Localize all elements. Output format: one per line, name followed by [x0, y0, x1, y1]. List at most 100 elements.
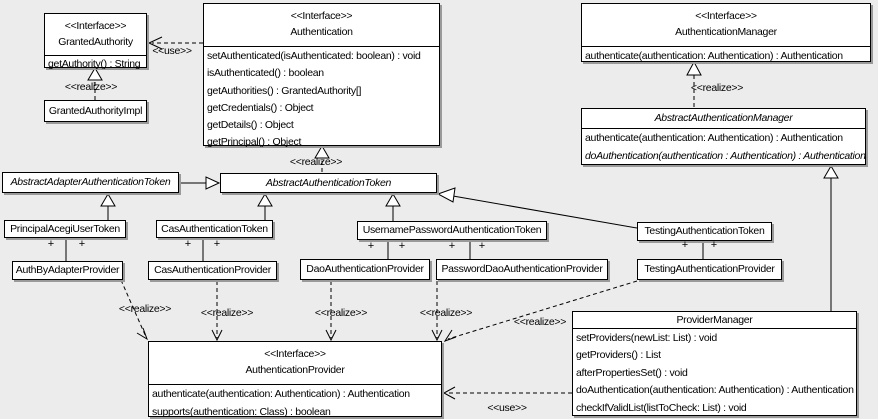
class-abstract-authentication-token: AbstractAuthenticationToken	[220, 173, 437, 193]
edge-label-realize: <<realize>>	[690, 82, 744, 94]
generalization-edge-casauthenticationtoken	[257, 193, 273, 220]
stereotype-label: <<Interface>>	[64, 20, 127, 32]
method: checkIfValidList(listToCheck: List) : vo…	[576, 401, 747, 414]
realize-edge-passworddaoauthenticationprovider	[431, 281, 443, 342]
class-abstract-authentication-manager: AbstractAuthenticationManager authentica…	[581, 108, 866, 165]
method: getPrincipal() : Object	[207, 136, 302, 149]
methods-compartment: setAuthenticated(isAuthenticated: boolea…	[204, 47, 439, 152]
class-name: DaoAuthenticationProvider	[306, 263, 424, 275]
class-name: GrantedAuthority	[58, 36, 133, 48]
methods-compartment: authenticate(authentication: Authenticat…	[582, 47, 870, 66]
class-name: TestingAuthenticationToken	[644, 225, 765, 237]
stereotype-label: <<Interface>>	[290, 10, 353, 22]
association-plus-label: +	[184, 238, 192, 250]
class-header: ProviderManager	[573, 312, 856, 329]
method: setProviders(newList: List) : void	[576, 332, 717, 344]
class-header: <<Interface>> GrantedAuthority	[45, 14, 146, 56]
stereotype-label: <<Interface>>	[264, 348, 326, 360]
stereotype-label: <<Interface>>	[695, 10, 757, 22]
method: setAuthenticated(isAuthenticated: boolea…	[207, 50, 421, 62]
use-edge-providermanager-authenticationprovider	[442, 386, 572, 400]
realize-edge-daoauthenticationprovider	[325, 281, 337, 342]
method: getDetails() : Object	[207, 119, 294, 132]
class-granted-authority-impl: GrantedAuthorityImpl	[44, 100, 147, 122]
association-plus-label: +	[398, 240, 406, 252]
realize-edge-testingauthenticationprovider	[443, 280, 638, 342]
class-name: TestingAuthenticationProvider	[644, 263, 775, 275]
class-name: ProviderManager	[676, 314, 753, 326]
class-name: AbstractAdapterAuthenticationToken	[10, 176, 171, 188]
edge-label-realize: <<realize>>	[118, 303, 172, 315]
method: doAuthentication(authentication: Authent…	[576, 384, 854, 397]
methods-compartment: authenticate(authentication: Authenticat…	[582, 129, 866, 165]
methods-compartment: authenticate(authentication: Authenticat…	[149, 385, 441, 419]
class-cas-authentication-token: CasAuthenticationToken	[156, 220, 273, 238]
realize-edge-casauthenticationprovider	[211, 281, 223, 342]
class-name: PrincipalAcegiUserToken	[10, 223, 120, 235]
association-plus-label: +	[78, 238, 86, 250]
methods-compartment: getAuthority() : String	[45, 56, 146, 72]
edge-label-realize: <<realize>>	[513, 316, 567, 328]
class-name: UsernamePasswordAuthenticationToken	[362, 224, 542, 236]
method: doAuthentication(authentication : Authen…	[585, 150, 866, 162]
edge-label-realize: <<realize>>	[314, 307, 368, 319]
realize-edge-abstractauthenticationtoken	[314, 145, 330, 172]
association-plus-label: +	[681, 239, 689, 251]
class-name: AbstractAuthenticationToken	[265, 177, 392, 189]
methods-compartment: setProviders(newList: List) : void getPr…	[573, 329, 856, 417]
method: afterPropertiesSet() : void	[576, 366, 688, 379]
class-auth-by-adapter-provider: AuthByAdapterProvider	[12, 261, 123, 280]
class-testing-authentication-provider: TestingAuthenticationProvider	[637, 259, 782, 280]
generalization-edge-usernamepasswordtoken	[385, 193, 401, 221]
method: getAuthority() : String	[48, 58, 141, 70]
class-name: CasAuthenticationProvider	[154, 264, 271, 276]
association-plus-label: +	[448, 240, 456, 252]
class-name: AuthByAdapterProvider	[15, 264, 120, 276]
generalization-edge-principalacegiusertoken	[100, 193, 116, 220]
edge-label-realize: <<realize>>	[289, 156, 343, 168]
class-abstract-adapter-authentication-token: AbstractAdapterAuthenticationToken	[2, 172, 179, 193]
method: authenticate(authentication: Authenticat…	[152, 388, 410, 400]
class-granted-authority: <<Interface>> GrantedAuthority getAuthor…	[44, 13, 147, 70]
method: supports(authentication: Class) : boolea…	[152, 406, 331, 418]
class-principal-acegi-user-token: PrincipalAcegiUserToken	[4, 220, 126, 238]
method: getCredentials() : Object	[207, 101, 314, 114]
class-authentication: <<Interface>> Authentication setAuthenti…	[203, 3, 440, 148]
method: getProviders() : List	[576, 349, 661, 362]
method: getAuthorities() : GrantedAuthority[]	[207, 84, 362, 97]
generalization-edge-testingauthenticationtoken	[436, 187, 638, 229]
class-testing-authentication-token: TestingAuthenticationToken	[637, 222, 772, 241]
class-dao-authentication-provider: DaoAuthenticationProvider	[300, 259, 430, 280]
edge-label-use: <<use>>	[152, 45, 192, 57]
association-plus-label: +	[367, 240, 375, 252]
class-header: <<Interface>> AuthenticationManager	[582, 4, 870, 47]
class-cas-authentication-provider: CasAuthenticationProvider	[148, 261, 277, 280]
realize-edge-authbyadapterprovider	[120, 279, 148, 341]
class-authentication-provider: <<Interface>> AuthenticationProvider aut…	[148, 341, 442, 419]
class-username-password-authentication-token: UsernamePasswordAuthenticationToken	[357, 221, 547, 240]
class-header: <<Interface>> AuthenticationProvider	[149, 342, 441, 385]
association-edges-token-provider	[65, 238, 704, 261]
class-provider-manager: ProviderManager setProviders(newList: Li…	[572, 311, 857, 416]
class-name: AuthenticationManager	[675, 26, 777, 38]
method: isAuthenticated() : boolean	[207, 67, 324, 80]
class-name: AbstractAuthenticationManager	[654, 112, 793, 124]
method: authenticate(authentication: Authenticat…	[585, 50, 843, 62]
class-name: CasAuthenticationToken	[161, 223, 268, 235]
association-plus-label: +	[47, 238, 55, 250]
edge-label-realize: <<realize>>	[419, 307, 473, 319]
class-password-dao-authentication-provider: PasswordDaoAuthenticationProvider	[436, 259, 608, 280]
association-plus-label: +	[213, 238, 221, 250]
edge-label-realize: <<realize>>	[200, 307, 254, 319]
class-name: Authentication	[290, 26, 353, 38]
generalization-edge-providermanager	[823, 165, 839, 311]
method: authenticate(authentication: Authenticat…	[585, 132, 843, 144]
association-plus-label: +	[710, 239, 718, 251]
class-header: AbstractAuthenticationManager	[582, 109, 865, 129]
edge-label-use: <<use>>	[487, 402, 527, 414]
class-name: AuthenticationProvider	[245, 364, 345, 376]
class-header: <<Interface>> Authentication	[204, 4, 439, 47]
generalization-edge-adapter-token	[179, 176, 221, 190]
